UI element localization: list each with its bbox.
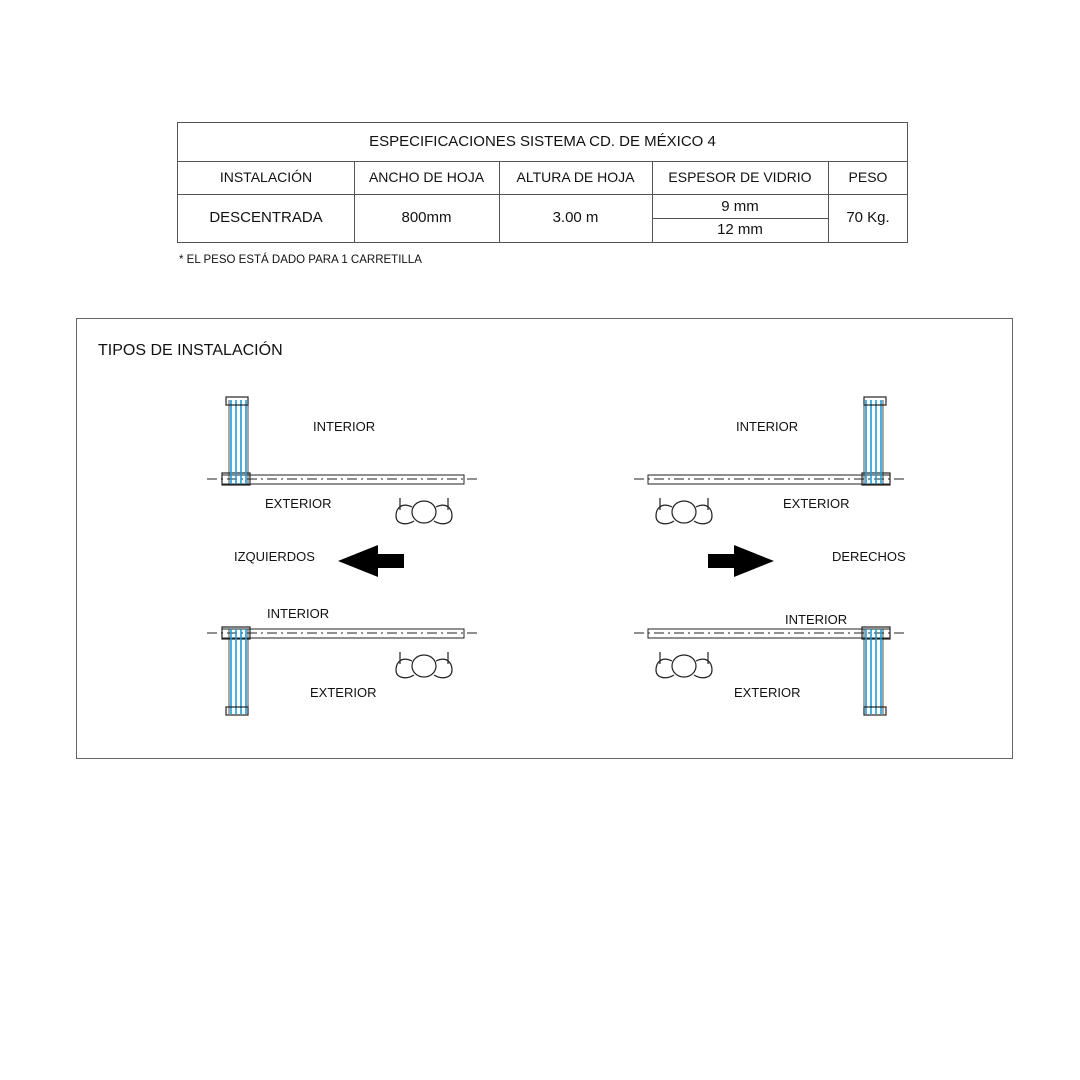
label-exterior-tr: EXTERIOR xyxy=(783,496,850,511)
glass-panels xyxy=(865,629,882,714)
label-interior-tl: INTERIOR xyxy=(313,419,376,434)
label-izquierdos: IZQUIERDOS xyxy=(234,549,315,564)
spec-table-title: ESPECIFICACIONES SISTEMA CD. DE MÉXICO 4 xyxy=(178,123,907,162)
arrow-right-icon xyxy=(708,545,774,577)
arrow-left-icon xyxy=(338,545,404,577)
cell-altura: 3.00 m xyxy=(552,209,599,226)
person-icon xyxy=(655,651,713,679)
label-interior-br: INTERIOR xyxy=(785,612,848,627)
weight-note: * EL PESO ESTÁ DADO PARA 1 CARRETILLA xyxy=(179,254,422,266)
cell-instalacion: DESCENTRADA xyxy=(209,209,323,226)
person-icon xyxy=(655,497,713,525)
cell-espesor-9: 9 mm xyxy=(721,198,759,215)
table-divider xyxy=(354,161,355,242)
top-clamp xyxy=(225,396,249,406)
header-espesor: ESPESOR DE VIDRIO xyxy=(668,169,812,185)
diagram-top-left xyxy=(207,396,480,525)
label-exterior-tl: EXTERIOR xyxy=(265,496,332,511)
table-divider xyxy=(499,161,500,242)
diagram-top-right xyxy=(634,396,905,525)
install-panel xyxy=(76,318,1013,759)
cell-espesor-12: 12 mm xyxy=(717,221,763,238)
person-icon xyxy=(395,651,453,679)
table-divider xyxy=(652,161,653,242)
table-divider xyxy=(652,218,828,219)
header-altura: ALTURA DE HOJA xyxy=(516,169,635,185)
header-peso: PESO xyxy=(848,169,888,185)
header-instalacion: INSTALACIÓN xyxy=(219,169,313,185)
label-derechos: DERECHOS xyxy=(832,549,906,564)
table-divider xyxy=(178,194,907,195)
person-icon xyxy=(395,497,453,525)
glass-panels xyxy=(865,400,882,484)
header-ancho: ANCHO DE HOJA xyxy=(368,169,485,185)
label-interior-bl: INTERIOR xyxy=(267,606,330,621)
spec-table: ESPECIFICACIONES SISTEMA CD. DE MÉXICO 4… xyxy=(177,122,908,243)
cell-ancho: 800mm xyxy=(401,209,452,226)
label-exterior-br: EXTERIOR xyxy=(734,685,801,700)
glass-panels xyxy=(230,400,247,484)
table-divider xyxy=(828,161,829,242)
diagram-bottom-right xyxy=(634,626,905,716)
diagram-bottom-left xyxy=(207,626,480,716)
glass-panels xyxy=(230,629,247,714)
panel-title: TIPOS DE INSTALACIÓN xyxy=(98,342,283,359)
cell-peso: 70 Kg. xyxy=(846,209,890,226)
label-interior-tr: INTERIOR xyxy=(736,419,799,434)
label-exterior-bl: EXTERIOR xyxy=(310,685,377,700)
